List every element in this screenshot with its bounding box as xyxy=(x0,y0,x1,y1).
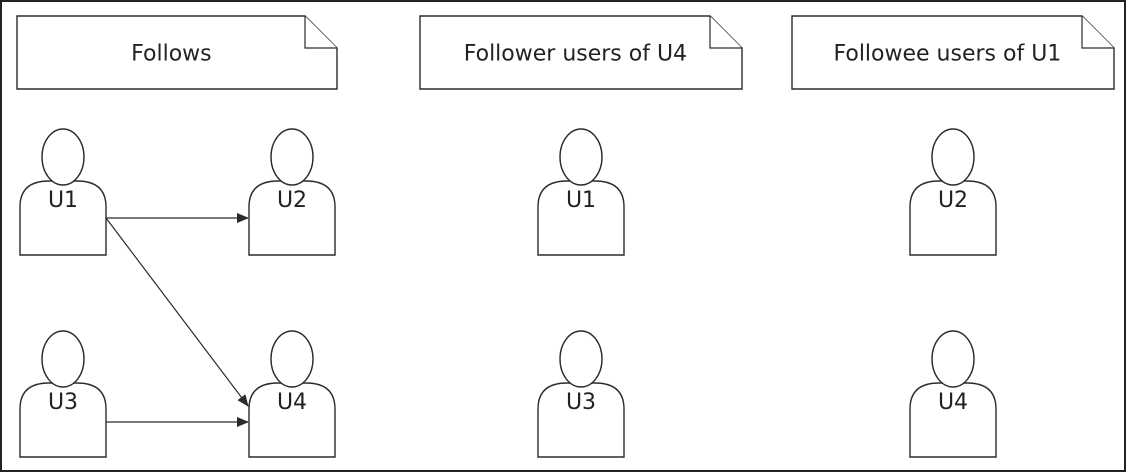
person-body-icon xyxy=(248,382,336,458)
user-label: U4 xyxy=(938,390,968,415)
person-head-icon xyxy=(931,330,975,388)
person-body-icon xyxy=(909,180,997,256)
note-fold-corner xyxy=(709,16,742,49)
user-node-follows-u1: U1 xyxy=(19,128,107,256)
note-followees-u1: Followee users of U1 xyxy=(791,15,1115,90)
user-label: U3 xyxy=(566,390,596,415)
note-fold-corner xyxy=(304,16,337,49)
person-body-icon xyxy=(537,382,625,458)
user-node-follower-u1: U1 xyxy=(537,128,625,256)
user-node-follows-u3: U3 xyxy=(19,330,107,458)
note-title: Follows xyxy=(131,42,211,67)
user-node-followee-u2: U2 xyxy=(909,128,997,256)
person-body-icon xyxy=(537,180,625,256)
person-body-icon xyxy=(19,382,107,458)
user-node-follows-u2: U2 xyxy=(248,128,336,256)
note-followers-u4: Follower users of U4 xyxy=(419,15,743,90)
person-body-icon xyxy=(909,382,997,458)
note-fold-corner xyxy=(1081,16,1114,49)
person-body-icon xyxy=(248,180,336,256)
user-label: U3 xyxy=(48,390,78,415)
user-node-follower-u3: U3 xyxy=(537,330,625,458)
user-label: U4 xyxy=(277,390,307,415)
person-head-icon xyxy=(270,128,314,186)
note-follows: Follows xyxy=(16,15,338,90)
user-label: U2 xyxy=(938,188,968,213)
person-head-icon xyxy=(559,330,603,388)
person-head-icon xyxy=(931,128,975,186)
note-shape xyxy=(16,15,338,90)
person-head-icon xyxy=(559,128,603,186)
user-node-follows-u4: U4 xyxy=(248,330,336,458)
person-body-icon xyxy=(19,180,107,256)
user-label: U1 xyxy=(48,188,78,213)
user-label: U2 xyxy=(277,188,307,213)
person-head-icon xyxy=(270,330,314,388)
note-title: Follower users of U4 xyxy=(464,42,687,67)
user-node-followee-u4: U4 xyxy=(909,330,997,458)
note-shape xyxy=(419,15,743,90)
note-title: Followee users of U1 xyxy=(833,42,1061,67)
note-shape xyxy=(791,15,1115,90)
person-head-icon xyxy=(41,128,85,186)
person-head-icon xyxy=(41,330,85,388)
user-label: U1 xyxy=(566,188,596,213)
follow-arrow-u1-u4 xyxy=(105,217,249,407)
